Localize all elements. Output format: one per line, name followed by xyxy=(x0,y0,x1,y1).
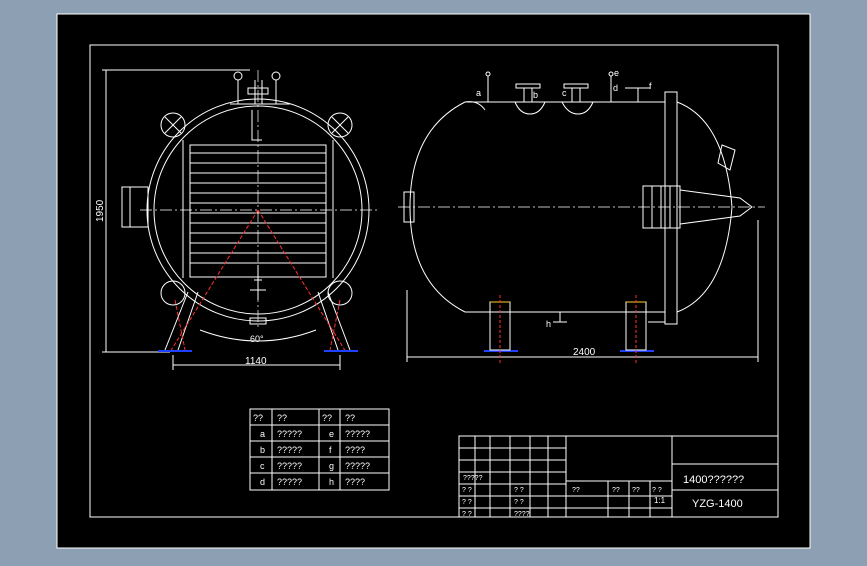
title-block-cell: ? ? xyxy=(462,511,472,518)
dim-length-side: 2400 xyxy=(573,347,596,358)
table-header-cell: ?? xyxy=(253,413,263,423)
nozzle-table xyxy=(249,408,390,491)
leg-center-marks xyxy=(499,295,637,365)
nozzle-label-a: a xyxy=(476,88,481,98)
title-block xyxy=(458,435,779,518)
table-cell: ????? xyxy=(277,461,302,471)
title-block-drawing-no: YZG-1400 xyxy=(692,498,743,510)
table-cell: ????? xyxy=(277,429,302,439)
side-view xyxy=(398,71,765,362)
title-block-cell: ? ? xyxy=(462,499,472,506)
nozzle-label-b: b xyxy=(533,90,538,100)
drawing-border xyxy=(89,44,779,518)
table-cell: d xyxy=(260,477,265,487)
nozzle-label-h: h xyxy=(546,319,551,329)
table-header-cell: ?? xyxy=(277,413,287,423)
dim-angle: 60° xyxy=(250,334,264,344)
title-block-cell: ?? xyxy=(572,487,580,494)
table-header-cell: ?? xyxy=(345,413,355,423)
title-block-cell: ?? xyxy=(632,487,640,494)
angle-lines xyxy=(169,209,347,353)
table-cell: h xyxy=(329,477,334,487)
front-view xyxy=(102,69,378,370)
title-block-cell: ? ? xyxy=(514,487,524,494)
table-cell: ????? xyxy=(277,445,302,455)
nozzle-label-e: e xyxy=(614,68,619,78)
title-block-cell: ????? xyxy=(463,475,483,482)
table-cell: ???? xyxy=(345,477,365,487)
title-block-cell: ? ? xyxy=(514,499,524,506)
table-cell: ????? xyxy=(345,429,370,439)
dim-height: 1950 xyxy=(95,199,106,222)
title-block-cell: ? ? xyxy=(462,487,472,494)
table-header-cell: ?? xyxy=(322,413,332,423)
title-block-scale: 1:1 xyxy=(654,496,666,505)
nozzle-label-f: f xyxy=(649,81,652,91)
table-cell: g xyxy=(329,461,334,471)
table-cell: ???? xyxy=(345,445,365,455)
dim-width-front: 1140 xyxy=(245,356,267,367)
table-cell: e xyxy=(329,429,334,439)
table-cell: b xyxy=(260,445,265,455)
title-block-cell: ???? xyxy=(514,511,530,518)
nozzle-label-c: c xyxy=(562,88,567,98)
title-block-cell: ?? xyxy=(612,487,620,494)
table-cell: ????? xyxy=(345,461,370,471)
title-block-cell: ? ? xyxy=(652,487,662,494)
nozzle-label-d: d xyxy=(613,83,618,93)
table-cell: a xyxy=(260,429,265,439)
table-cell: ????? xyxy=(277,477,302,487)
table-cell: c xyxy=(260,461,265,471)
title-block-title: 1400?????? xyxy=(683,474,744,486)
table-cell: f xyxy=(329,445,332,455)
